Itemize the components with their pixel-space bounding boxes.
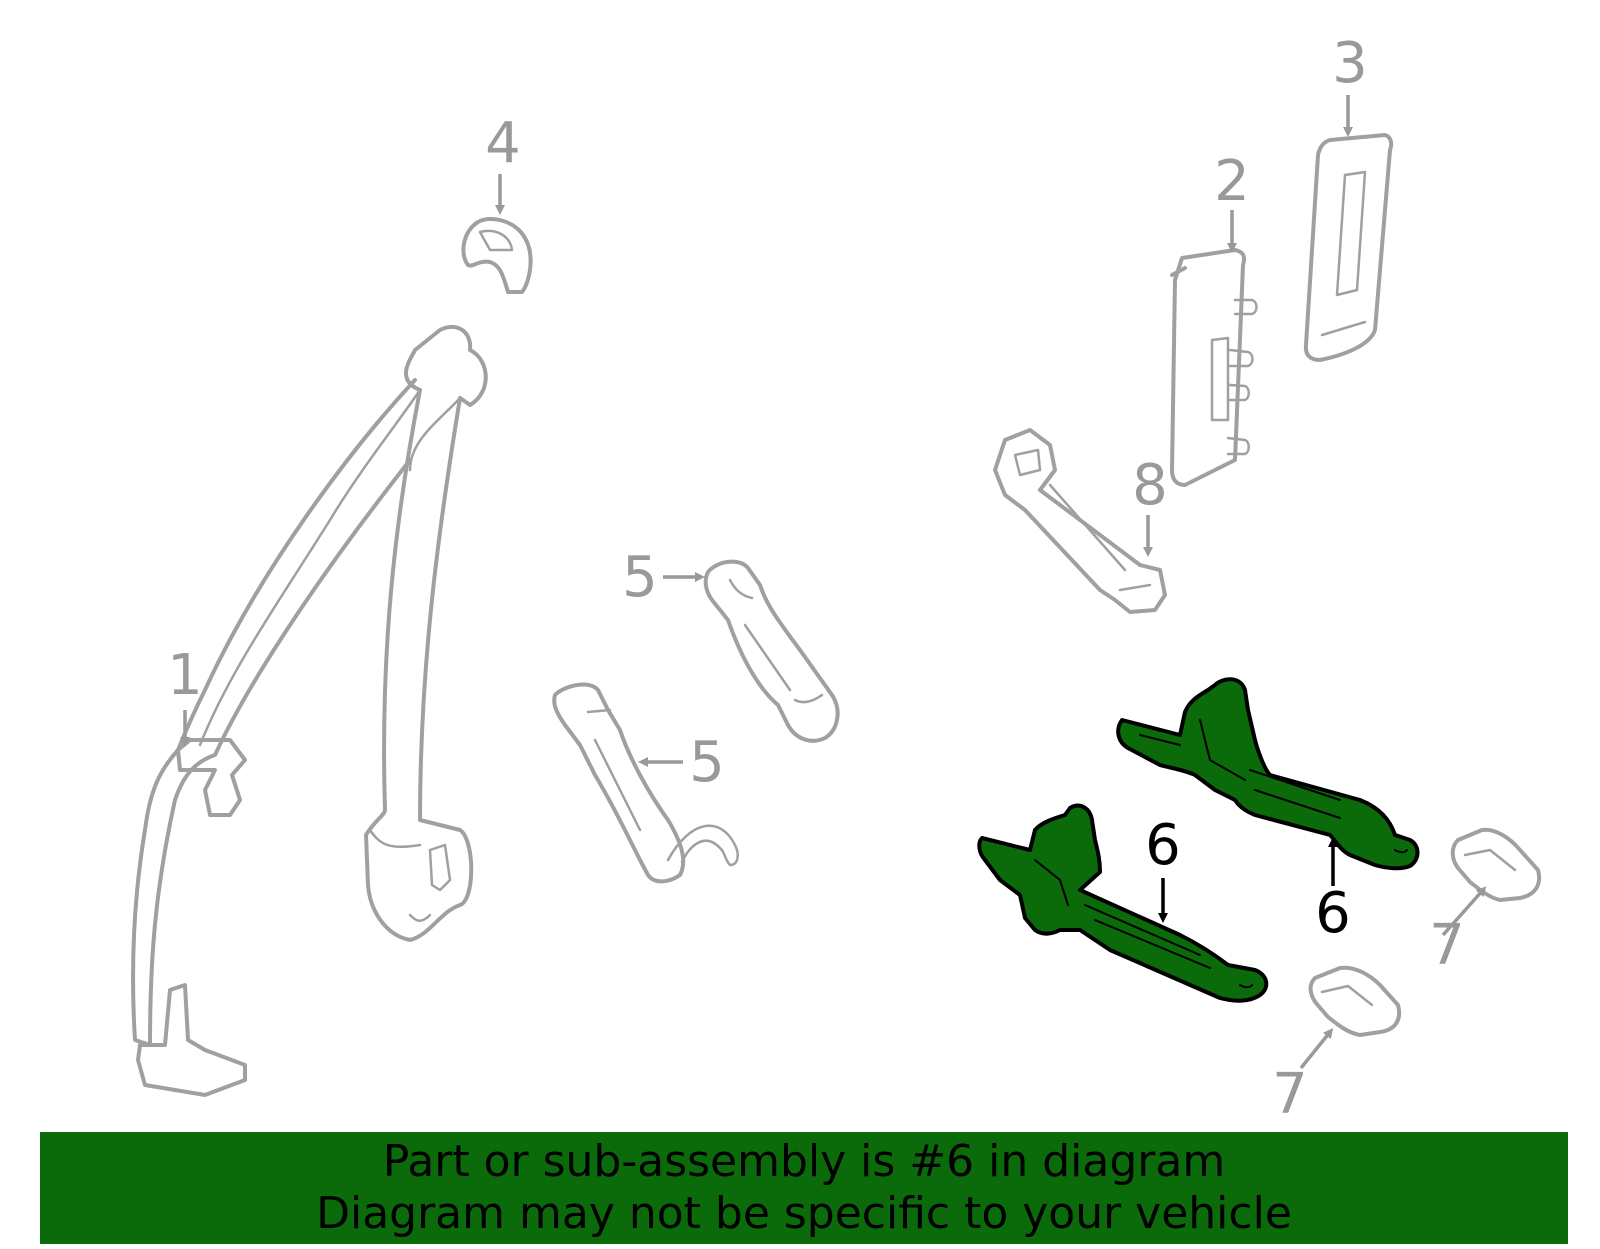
callout-7-lower: 7	[1272, 1062, 1308, 1127]
callout-8: 8	[1132, 453, 1168, 518]
part-7-pad-lower	[1308, 965, 1401, 1037]
part-1-seat-belt-assembly	[131, 324, 488, 1097]
callout-6-upper: 6	[1315, 881, 1351, 946]
part-2-pillar-piece	[1170, 248, 1258, 487]
part-8-buckle	[993, 428, 1167, 614]
callout-7-right: 7	[1429, 913, 1465, 978]
part-6-seat-track-lower	[977, 803, 1269, 1003]
part-5-anchor-lower	[552, 682, 739, 884]
part-5-anchor-upper	[703, 559, 840, 743]
callout-6-lower: 6	[1145, 813, 1181, 878]
callout-4: 4	[485, 111, 521, 176]
callout-1: 1	[167, 643, 203, 708]
banner-line-part: Part or sub-assembly is #6 in diagram	[382, 1136, 1226, 1187]
part-6-seat-track-upper	[1116, 677, 1420, 871]
part-4-cover	[461, 217, 533, 294]
callout-5-upper: 5	[622, 545, 658, 610]
part-7-pad-right	[1450, 827, 1541, 902]
callout-3: 3	[1332, 31, 1368, 96]
callout-5-lower: 5	[689, 730, 725, 795]
banner-line-disclaimer: Diagram may not be specific to your vehi…	[316, 1188, 1292, 1239]
info-banner: Part or sub-assembly is #6 in diagram Di…	[40, 1132, 1568, 1244]
part-3-upper-trim	[1303, 133, 1394, 362]
callout-2: 2	[1214, 149, 1250, 214]
leader-arrows	[180, 95, 1487, 1070]
